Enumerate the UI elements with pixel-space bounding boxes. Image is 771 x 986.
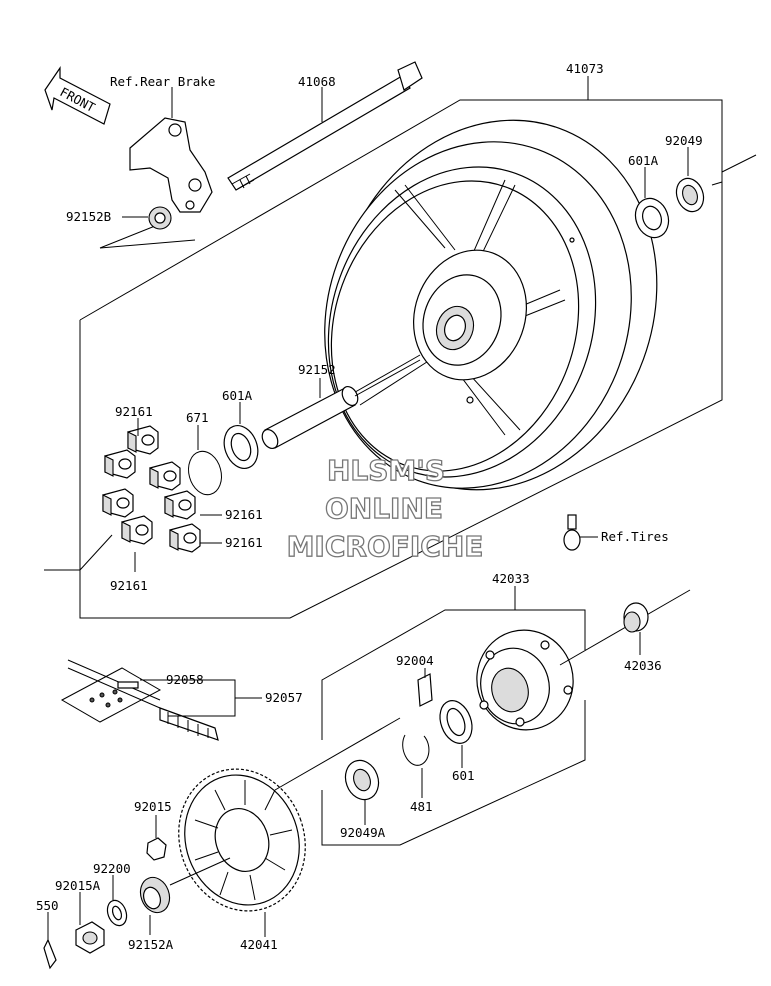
brake-bracket: [129, 117, 213, 213]
spacer-92152: [261, 385, 359, 450]
label-92015a: 92015A: [55, 878, 101, 893]
label-42033: 42033: [492, 571, 530, 586]
circlip-481: [402, 734, 430, 766]
label-601a-mid: 601A: [222, 388, 253, 403]
watermark: HLSM'S ONLINE MICROFICHE: [286, 453, 484, 563]
washer-92200: [106, 899, 128, 927]
label-92161-a: 92161: [115, 404, 153, 419]
label-601: 601: [452, 768, 475, 783]
collar-92152a: [139, 876, 171, 914]
rear-sprocket: [178, 768, 306, 912]
label-92004: 92004: [396, 653, 434, 668]
seal-92049-top: [675, 177, 705, 213]
label-601a-top: 601A: [628, 153, 659, 168]
label-41068: 41068: [298, 74, 336, 89]
castle-nut-92015a: [75, 921, 105, 954]
watermark-line-1: HLSM'S: [327, 454, 445, 487]
front-arrow: FRONT: [44, 66, 111, 125]
watermark-line-2: ONLINE: [325, 492, 443, 525]
label-92015: 92015: [134, 799, 172, 814]
label-ref-tires: Ref.Tires: [601, 529, 669, 544]
label-92152: 92152: [298, 362, 336, 377]
label-92057: 92057: [265, 690, 303, 705]
collar-92152b: [148, 206, 172, 230]
stud-92004: [417, 673, 433, 707]
label-92058: 92058: [166, 672, 204, 687]
watermark-line-3: MICROFICHE: [287, 530, 484, 563]
label-92161-b: 92161: [225, 507, 263, 522]
label-481: 481: [410, 799, 433, 814]
label-92152b: 92152B: [66, 209, 111, 224]
label-41073: 41073: [566, 61, 604, 76]
bearing-601a-top: [634, 197, 670, 239]
cotter-pin-550: [43, 938, 57, 970]
coupling-dampers: [102, 425, 201, 553]
tire-valve: [563, 514, 581, 551]
label-92152a: 92152A: [128, 937, 174, 952]
wheel-frame: [44, 99, 757, 619]
master-link-kit: [60, 667, 162, 723]
label-92161-d: 92161: [110, 578, 148, 593]
label-42036: 42036: [624, 658, 662, 673]
label-550: 550: [36, 898, 59, 913]
seal-92049a: [344, 759, 380, 801]
rear-wheel: [324, 119, 658, 491]
label-671: 671: [186, 410, 209, 425]
label-92200: 92200: [93, 861, 131, 876]
nut-92015: [146, 837, 167, 861]
o-ring-671: [188, 450, 222, 496]
label-92049a: 92049A: [340, 825, 386, 840]
hub-frame: [321, 609, 586, 846]
part-labels: Ref.Rear Brake 41068 41073 92049 601A 92…: [36, 61, 703, 952]
label-92161-c: 92161: [225, 535, 263, 550]
bearing-601a-mid: [223, 425, 259, 469]
label-42041: 42041: [240, 937, 278, 952]
sprocket-hub-42033: [476, 629, 574, 731]
label-92049-top: 92049: [665, 133, 703, 148]
bearing-601: [439, 700, 473, 744]
label-ref-rear-brake: Ref.Rear Brake: [110, 74, 215, 89]
collar-42036: [623, 602, 649, 633]
axle-41068: [227, 61, 423, 191]
